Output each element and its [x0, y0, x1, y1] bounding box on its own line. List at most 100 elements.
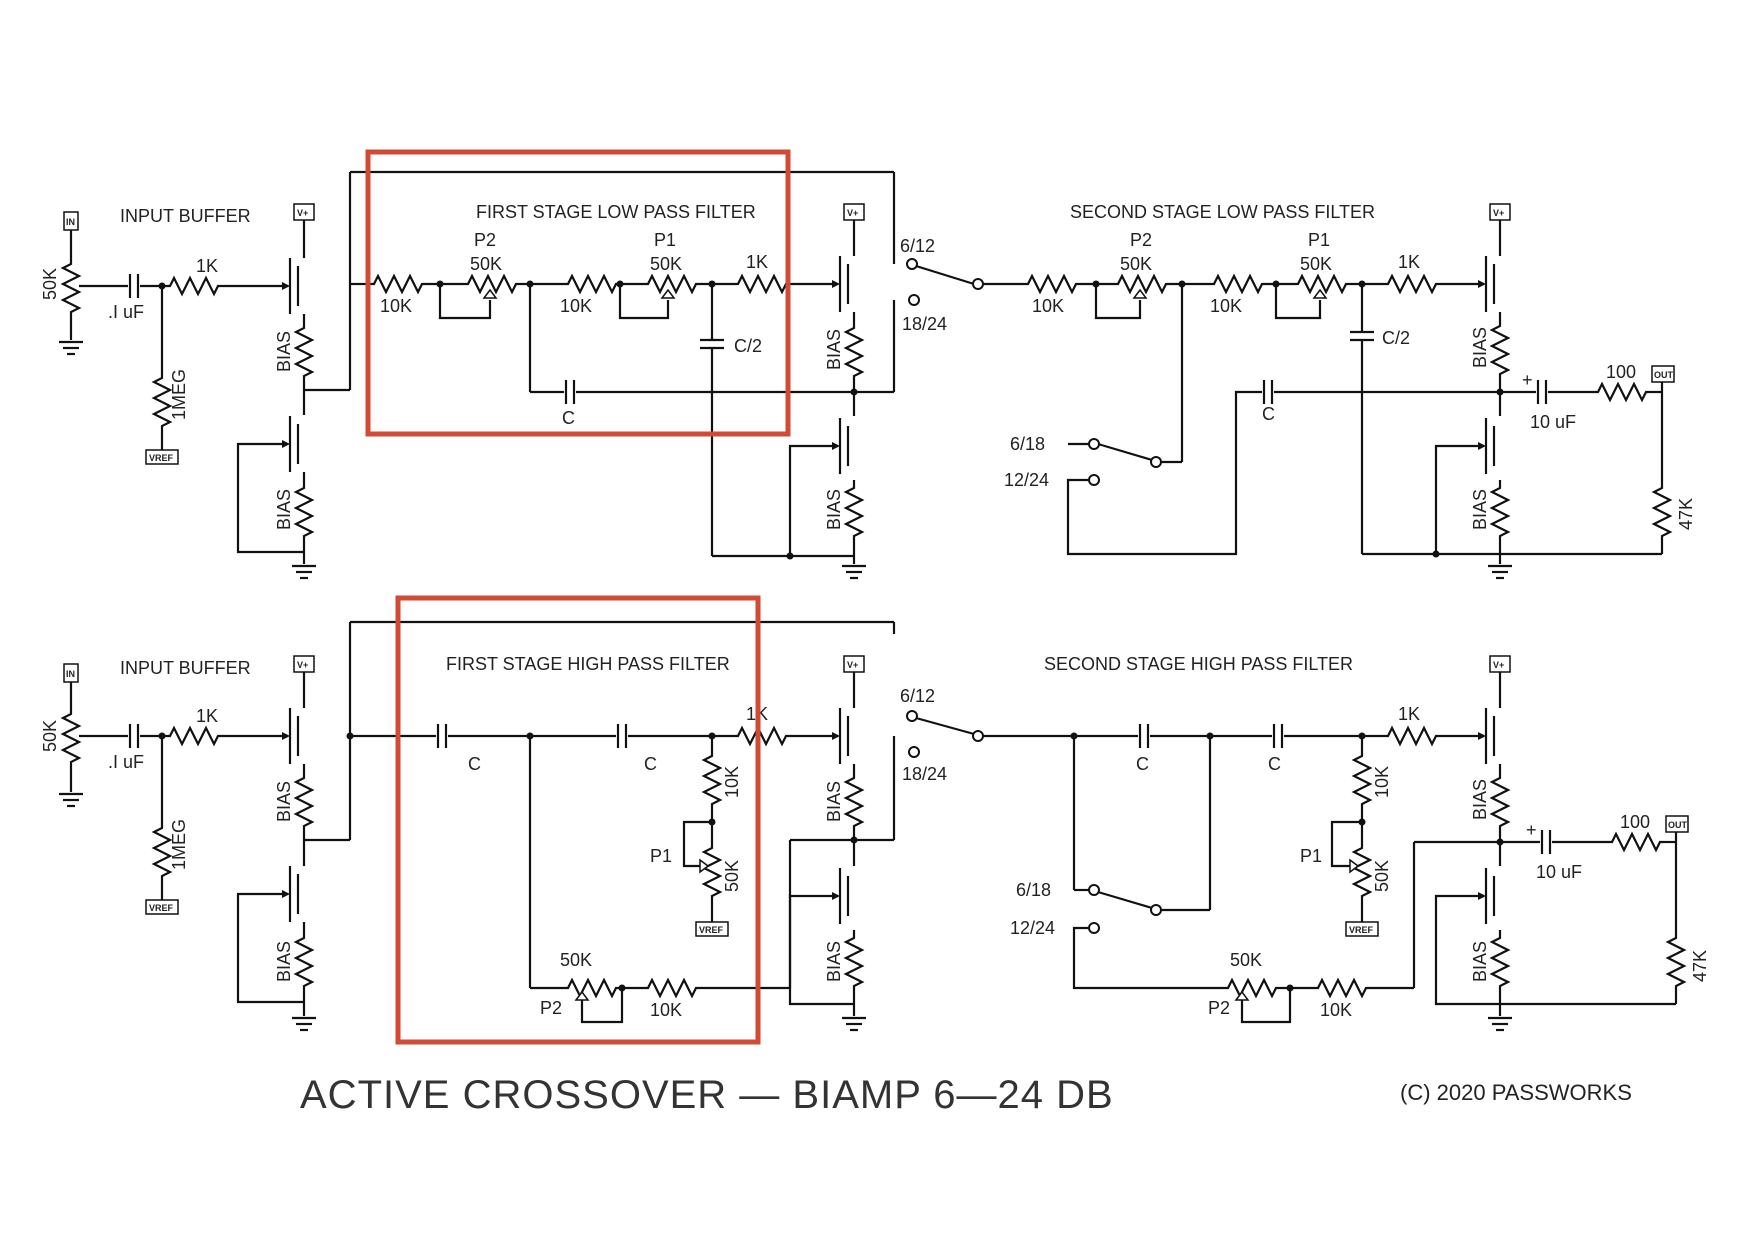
bias-label-7: BIAS [274, 781, 294, 822]
lp2-p2-val: 50K [1120, 254, 1152, 274]
lp2-title: SECOND STAGE LOW PASS FILTER [1070, 202, 1375, 222]
vplus-label-5: V+ [847, 660, 858, 670]
hp-out-r47k: 47K [1690, 950, 1710, 982]
input-pot-label: 50K [40, 268, 60, 300]
lp1-p2-val: 50K [470, 254, 502, 274]
lp2-c: C [1262, 404, 1275, 424]
lp2-p2: P2 [1130, 230, 1152, 250]
hp-out-cap-plus: + [1526, 820, 1537, 840]
input-buffer-title: INPUT BUFFER [120, 206, 251, 226]
hp1-r10k-h: 10K [650, 1000, 682, 1020]
bias-label-2: BIAS [274, 489, 294, 530]
lp2-r10k-b: 10K [1210, 296, 1242, 316]
lp2-p1-val: 50K [1300, 254, 1332, 274]
hp2-title: SECOND STAGE HIGH PASS FILTER [1044, 654, 1353, 674]
lp-switch-618: 6/18 [1010, 434, 1045, 454]
hp1-highlight-box [395, 595, 761, 1045]
bias-label-12: BIAS [1470, 941, 1490, 982]
lp1-p1: P1 [654, 230, 676, 250]
hp2-r10k-v: 10K [1372, 766, 1392, 798]
vplus-label: V+ [297, 208, 308, 218]
lp1-title: FIRST STAGE LOW PASS FILTER [476, 202, 756, 222]
hp2-c-b: C [1268, 754, 1281, 774]
lp2-r10k-a: 10K [1032, 296, 1064, 316]
res-1meg-label-2: 1MEG [169, 819, 189, 870]
hp2-p1-val: 50K [1372, 860, 1392, 892]
input-buffer-title-2: INPUT BUFFER [120, 658, 251, 678]
hp-switch-612: 6/12 [900, 686, 935, 706]
bias-label-11: BIAS [1470, 779, 1490, 820]
bias-label-8: BIAS [274, 941, 294, 982]
highpass-row: IN 50K .I uF 1MEG VREF 1K INPUT BUFFER V… [40, 620, 1710, 1032]
lp1-r1k: 1K [746, 252, 768, 272]
hp1-c-a: C [468, 754, 481, 774]
hp1-p2-val: 50K [560, 950, 592, 970]
hp2-p1: P1 [1300, 846, 1322, 866]
hp-out-cap-val: 10 uF [1536, 862, 1582, 882]
hp-switch-618: 6/18 [1016, 880, 1051, 900]
out-tag-label: OUT [1654, 370, 1674, 380]
lp1-r10k-b: 10K [560, 296, 592, 316]
bias-label-5: BIAS [1470, 327, 1490, 368]
vplus-label-2: V+ [847, 208, 858, 218]
hp-switch-1824: 18/24 [902, 764, 947, 784]
bias-label-10: BIAS [824, 941, 844, 982]
lp-out-r100: 100 [1606, 362, 1636, 382]
lp1-r10k-a: 10K [380, 296, 412, 316]
lp-switch-1824: 18/24 [902, 314, 947, 334]
hp-out-r100: 100 [1620, 812, 1650, 832]
vplus-label-6: V+ [1493, 660, 1504, 670]
hp2-p2: P2 [1208, 998, 1230, 1018]
vref-label-4: VREF [1349, 925, 1374, 935]
hp1-title: FIRST STAGE HIGH PASS FILTER [446, 654, 730, 674]
diagram-title: ACTIVE CROSSOVER — BIAMP 6—24 DB [300, 1073, 1114, 1117]
out-tag [1651, 365, 1675, 383]
lp2-r1k: 1K [1398, 252, 1420, 272]
lp-switch-1224: 12/24 [1004, 470, 1049, 490]
vplus-label-3: V+ [1493, 208, 1504, 218]
lp-switch-612: 6/12 [900, 236, 935, 256]
hp2-c-a: C [1136, 754, 1149, 774]
hp2-r1k: 1K [1398, 704, 1420, 724]
hp2-p2-val: 50K [1230, 950, 1262, 970]
lp2-p1: P1 [1308, 230, 1330, 250]
hp1-r10k-v: 10K [722, 766, 742, 798]
bias-label-4: BIAS [824, 489, 844, 530]
bias-label-3: BIAS [824, 329, 844, 370]
input-cap-label: .I uF [108, 302, 144, 322]
lp-out-r47k: 47K [1676, 498, 1696, 530]
hp1-p1: P1 [650, 846, 672, 866]
lp2-c2: C/2 [1382, 328, 1410, 348]
res-1k-label-2: 1K [196, 706, 218, 726]
copyright-text: (C) 2020 PASSWORKS [1400, 1080, 1632, 1105]
vref-label-2: VREF [149, 903, 174, 913]
hp1-p2: P2 [540, 998, 562, 1018]
lp1-c: C [562, 408, 575, 428]
lp-out-cap-plus: + [1522, 370, 1533, 390]
res-1k-label: 1K [196, 256, 218, 276]
bias-label-9: BIAS [824, 781, 844, 822]
hp1-p1-val: 50K [722, 860, 742, 892]
lp1-highlight-box [365, 149, 791, 437]
lp-out-cap-val: 10 uF [1530, 412, 1576, 432]
in-tag-label-2: IN [66, 669, 75, 679]
bias-label-6: BIAS [1470, 489, 1490, 530]
input-pot-label-2: 50K [40, 720, 60, 752]
bias-label: BIAS [274, 331, 294, 372]
input-cap-label-2: .I uF [108, 752, 144, 772]
in-tag-label: IN [66, 217, 75, 227]
vref-tag [145, 449, 179, 465]
lowpass-row: IN 50K .I uF 1MEG VREF 1K INPUT BUFFER V… [40, 170, 1696, 580]
lp1-p2: P2 [474, 230, 496, 250]
lp1-c2: C/2 [734, 336, 762, 356]
vref-label-3: VREF [699, 925, 724, 935]
vplus-label-4: V+ [297, 660, 308, 670]
out-tag-label-2: OUT [1668, 820, 1688, 830]
hp-switch-1224: 12/24 [1010, 918, 1055, 938]
hp2-r10k-h: 10K [1320, 1000, 1352, 1020]
vref-label: VREF [149, 453, 174, 463]
hp1-c-b: C [644, 754, 657, 774]
lp1-p1-val: 50K [650, 254, 682, 274]
res-1meg-label: 1MEG [169, 369, 189, 420]
